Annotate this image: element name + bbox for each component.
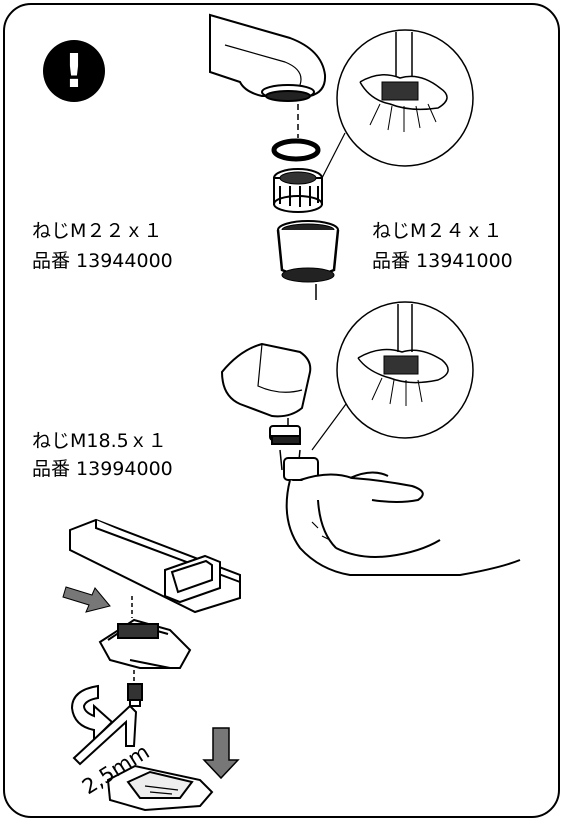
arrow-right-icon	[62, 586, 111, 613]
rotate-arrow-icon	[70, 684, 114, 743]
aerator-housing-icon	[276, 220, 340, 283]
mid-thread-label: ねじM18.5ｘ１	[32, 430, 167, 452]
hand-icon	[285, 471, 521, 576]
right-part-number: 品番 13941000	[372, 250, 513, 272]
warning-exclamation-icon: !	[43, 40, 105, 102]
clip-icon	[98, 618, 192, 669]
aerator-gasket-icon	[271, 138, 321, 162]
basin-mixer-icon	[69, 518, 241, 614]
hex-key-icon	[72, 704, 138, 766]
cover-icon	[106, 764, 214, 812]
magnifier-cleaning-icon	[311, 301, 474, 451]
mid-part-number: 品番 13994000	[32, 458, 173, 480]
cap-icon	[220, 342, 312, 418]
small-aerator-icon	[269, 425, 319, 481]
magnifier-cleaning-icon	[321, 29, 474, 179]
left-thread-label: ねじM２２ｘ１	[32, 220, 163, 242]
faucet-spout-icon	[209, 13, 327, 102]
hex-screw-icon	[127, 683, 143, 707]
left-part-number: 品番 13944000	[32, 250, 173, 272]
aerator-insert-icon	[273, 168, 323, 213]
right-thread-label: ねじM２４ｘ１	[372, 220, 503, 242]
instruction-frame	[3, 3, 560, 818]
arrow-down-icon	[202, 727, 240, 780]
